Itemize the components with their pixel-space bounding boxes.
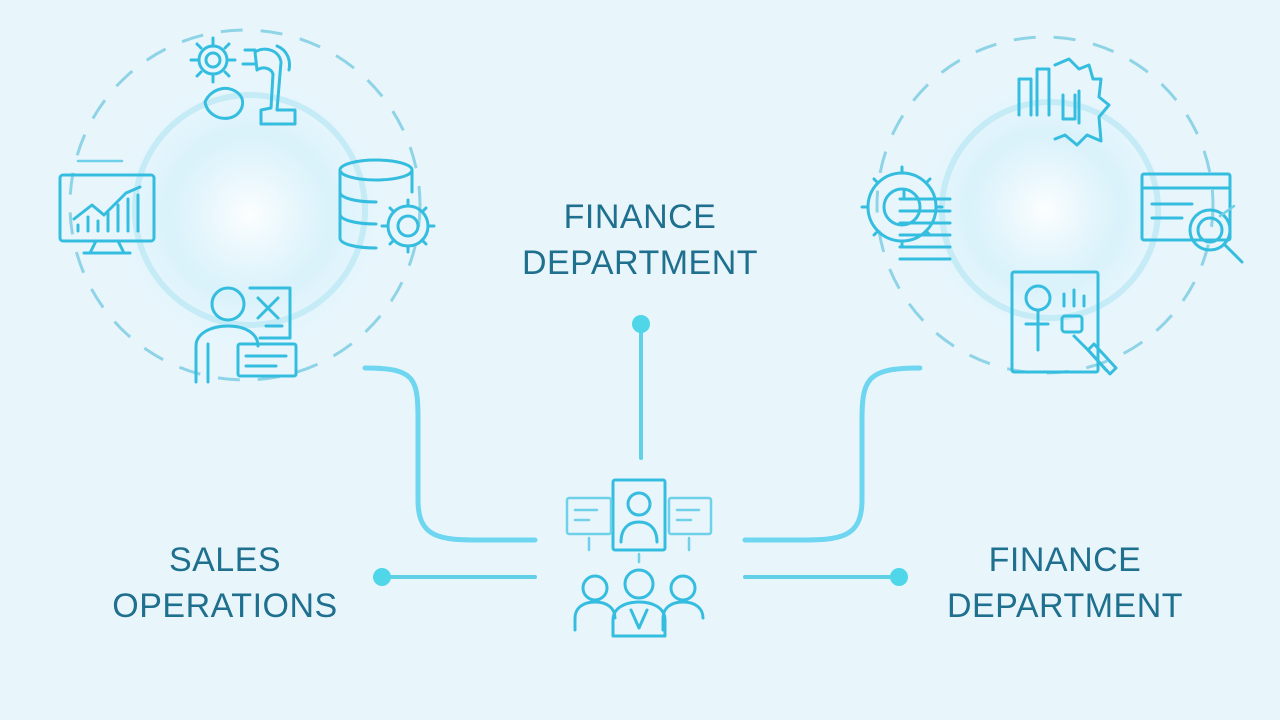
left-connector <box>362 365 538 543</box>
left-cluster-glow <box>100 65 400 365</box>
sales-operations-label: SALES OPERATIONS <box>70 537 380 629</box>
right-label-line-1: FINANCE <box>988 541 1142 579</box>
browser-search-icon <box>1140 172 1244 264</box>
team-profile-icon <box>565 478 713 638</box>
right-node-dot <box>890 568 908 586</box>
top-finance-department-label: FINANCE DEPARTMENT <box>470 194 810 286</box>
right-label-line-2: DEPARTMENT <box>946 587 1184 625</box>
connectors <box>362 315 923 586</box>
right-cluster-glow <box>905 70 1185 350</box>
right-connector <box>742 365 923 543</box>
right-finance-department-label: FINANCE DEPARTMENT <box>910 537 1220 629</box>
top-label-line-2: DEPARTMENT <box>521 244 759 282</box>
left-cluster <box>58 28 436 384</box>
left-dashed-ring <box>68 28 422 382</box>
report-search-icon <box>1010 270 1118 376</box>
left-inner-ring <box>132 92 368 328</box>
top-label-line-1: FINANCE <box>563 198 717 236</box>
gears-machine-icon <box>189 36 297 126</box>
factory-icon <box>1017 57 1111 147</box>
top-node-dot <box>632 315 650 333</box>
left-label-line-1: SALES <box>168 541 282 579</box>
gear-list-icon <box>860 165 952 261</box>
worker-document-icon <box>194 286 298 384</box>
database-gear-icon <box>338 158 436 254</box>
right-cluster <box>860 35 1244 376</box>
left-node-dot <box>373 568 391 586</box>
right-dashed-ring <box>875 35 1215 375</box>
left-label-line-2: OPERATIONS <box>112 587 338 625</box>
chart-monitor-icon <box>58 159 156 255</box>
